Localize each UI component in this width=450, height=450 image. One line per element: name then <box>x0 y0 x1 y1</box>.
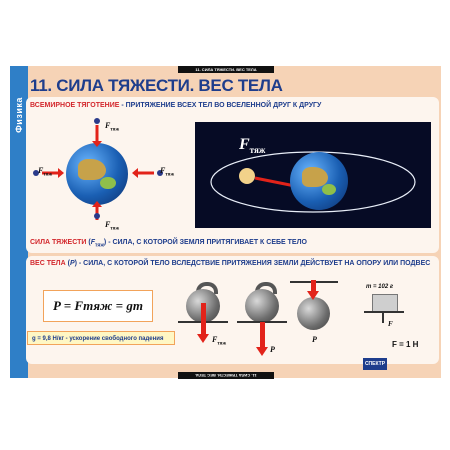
person-right <box>157 170 163 176</box>
ftyazh-label-left: Fтяж <box>38 166 53 178</box>
earth-space-globe <box>290 152 348 210</box>
arrow-bottom-head <box>92 201 102 207</box>
gravitation-definition: - ПРИТЯЖЕНИЕ ВСЕХ ТЕЛ ВО ВСЕЛЕННОЙ ДРУГ … <box>119 102 322 109</box>
weight-formula: P = Fтяж = gm <box>43 290 153 322</box>
ftyazh-label-right: Fтяж <box>160 166 175 178</box>
gravitation-term: ВСЕМИРНОЕ ТЯГОТЕНИЕ <box>30 102 120 109</box>
person-bottom <box>94 213 100 219</box>
weight3-arrow <box>307 280 319 300</box>
weight-symbol: (P) <box>67 260 77 267</box>
mass-label: m = 102 г <box>366 284 394 290</box>
gravity-force-term: СИЛА ТЯЖЕСТИ <box>30 239 87 246</box>
weight1-handle <box>196 282 218 294</box>
block-force-label: F <box>388 320 393 328</box>
weight-definition: - СИЛА, С КОТОРОЙ ТЕЛО ВСЛЕДСТВИЕ ПРИТЯЖ… <box>76 260 431 267</box>
moon-force-arrow <box>254 176 296 188</box>
top-strip: 11. СИЛА ТЯЖЕСТИ. ВЕС ТЕЛА <box>178 66 274 73</box>
ftyazh-label-top: Fтяж <box>105 121 120 133</box>
block-support <box>364 311 404 313</box>
weight3-label: P <box>312 335 317 344</box>
mass-block <box>372 294 398 312</box>
g-note: g = 9,8 Н/кг - ускорение свободного паде… <box>27 331 175 345</box>
weight2-label: P <box>270 345 275 354</box>
gravity-arrows-diagram <box>33 118 163 220</box>
force-1n-label: F = 1 Н <box>392 340 419 349</box>
sidebar: Физика 7 класс <box>10 66 36 378</box>
gravity-force-definition: - СИЛА, С КОТОРОЙ ЗЕМЛЯ ПРИТЯГИВАЕТ К СЕ… <box>106 239 307 246</box>
weight1-arrow <box>197 303 209 343</box>
arrow-top-head <box>92 141 102 147</box>
weight2-arrow <box>256 322 268 356</box>
weight3-body <box>297 297 330 330</box>
arrow-left-head <box>58 168 64 178</box>
space-force-label: Fтяж <box>239 136 266 156</box>
moon-icon <box>239 168 255 184</box>
page-title: 11. СИЛА ТЯЖЕСТИ. ВЕС ТЕЛА <box>30 76 283 95</box>
weight-term: ВЕС ТЕЛА <box>30 260 66 267</box>
weight2-handle <box>255 282 277 294</box>
ftyazh-label-bottom: Fтяж <box>105 220 120 232</box>
weight1-label: Fтяж <box>212 335 227 347</box>
block-force-arrow <box>382 313 384 323</box>
gravitation-heading: ВСЕМИРНОЕ ТЯГОТЕНИЕ - ПРИТЯЖЕНИЕ ВСЕХ ТЕ… <box>30 102 321 109</box>
publisher-logo: СПЕКТР <box>363 358 387 370</box>
gravity-force-heading: СИЛА ТЯЖЕСТИ (Fтяж) - СИЛА, С КОТОРОЙ ЗЕ… <box>30 239 307 248</box>
arrow-right-head <box>132 168 138 178</box>
earth-globe <box>66 143 128 205</box>
weight-heading: ВЕС ТЕЛА (P) - СИЛА, С КОТОРОЙ ТЕЛО ВСЛЕ… <box>30 260 430 267</box>
weight2-body <box>245 289 279 323</box>
bottom-strip: 11. СИЛА ТЯЖЕСТИ. ВЕС ТЕЛА <box>178 372 274 379</box>
space-illustration: Fтяж <box>195 122 431 228</box>
gravity-force-symbol: (Fтяж) <box>88 239 107 249</box>
person-left <box>33 170 39 176</box>
person-top <box>94 118 100 124</box>
